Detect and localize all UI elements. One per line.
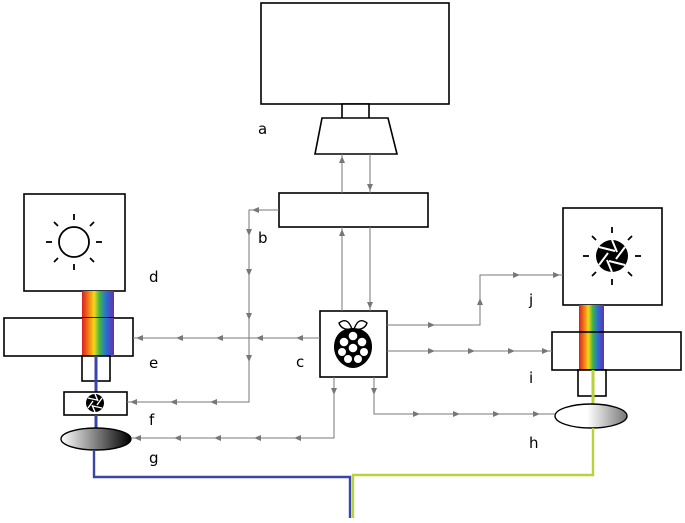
label-j: j <box>528 291 533 309</box>
cuvette-right <box>554 403 628 429</box>
label-g: g <box>149 449 159 467</box>
monitor-stand <box>314 117 399 155</box>
monitor <box>260 2 450 155</box>
raspberry-pi <box>319 310 388 378</box>
light-source-left <box>23 193 126 292</box>
light-source-box <box>23 193 126 292</box>
label-i: i <box>529 369 533 387</box>
spectrometer-right <box>551 331 682 371</box>
sun-icon <box>46 214 102 270</box>
spectrum-beam-right <box>579 305 604 371</box>
shutter-left <box>63 391 128 416</box>
spectrometer-left <box>3 317 134 357</box>
cuvette-left <box>60 427 132 451</box>
shutter-icon <box>583 227 641 285</box>
fiber-right <box>351 428 595 518</box>
camera-right <box>562 207 663 306</box>
label-d: d <box>149 268 159 286</box>
shutter-icon <box>86 393 104 413</box>
label-e: e <box>149 354 158 372</box>
arrowheads <box>130 156 560 441</box>
hub-box <box>278 192 429 228</box>
monitor-screen <box>260 2 450 105</box>
label-a: a <box>258 120 267 138</box>
label-c: c <box>296 353 304 371</box>
spectrum-through-left <box>82 318 114 356</box>
label-b: b <box>258 229 268 247</box>
raspberry-pi-icon <box>334 320 372 368</box>
fiber-left <box>92 450 352 518</box>
label-h: h <box>529 434 539 452</box>
label-f: f <box>149 411 155 429</box>
